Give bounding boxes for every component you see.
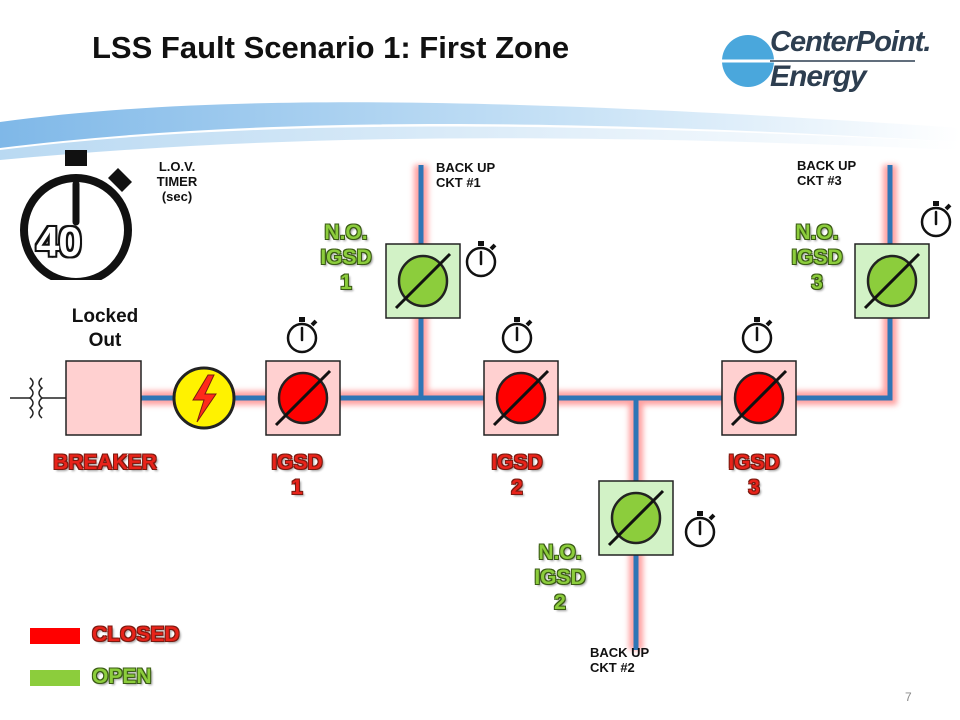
backup-ckt2-label-line: CKT #2 [590,660,635,675]
header-swoosh-light [0,126,960,160]
lov-timer-value: 40 [36,218,82,265]
no-igsd1-timer-icon [465,241,497,278]
igsd2-label: IGSD 2 [482,450,552,500]
igsd2-switch [483,360,559,436]
no-igsd2-label: N.O. IGSD 2 [522,540,598,615]
no-igsd3-label-line: 3 [811,271,823,294]
no-igsd2-timer-icon [684,511,716,548]
header-swoosh [0,102,960,148]
no-igsd1-switch [385,243,461,319]
igsd1-switch [265,360,341,436]
legend-swatch-closed [30,628,80,644]
page-title: LSS Fault Scenario 1: First Zone [92,30,570,65]
igsd2-label-line: 2 [511,476,523,499]
igsd3-label-line: 3 [748,476,760,499]
breaker-label: BREAKER [53,451,157,474]
backup-ckt2-label-line: BACK UP [590,645,650,660]
lov-timer-icon [20,150,132,280]
no-igsd2-switch [598,480,674,556]
no-igsd3-label: N.O. IGSD 3 [779,220,855,295]
breaker-box [65,360,142,436]
backup-ckt3-label: BACK UP CKT #3 [797,158,856,188]
lov-timer-label-line: L.O.V. [158,159,196,174]
no-igsd3-label-line: IGSD [791,246,843,269]
breaker-status-line: Locked [71,306,139,327]
legend-label-closed: CLOSED [92,623,180,646]
igsd2-timer-icon [501,317,533,354]
backup-ckt3-label-line: CKT #3 [797,173,842,188]
backup-ckt1-label-line: BACK UP [436,160,496,175]
no-igsd3-label-line: N.O. [795,221,839,244]
no-igsd3-switch [854,243,930,319]
igsd1-label: IGSD 1 [262,450,332,500]
igsd2-label-line: IGSD [491,451,543,474]
no-igsd1-label-line: N.O. [324,221,368,244]
no-igsd1-label: N.O. IGSD 1 [308,220,384,295]
fault-lightning-icon [172,366,236,430]
no-igsd2-slash [607,489,665,547]
lov-timer-label: L.O.V. TIMER (sec) [142,159,212,204]
igsd3-label: IGSD 3 [719,450,789,500]
breaker-status-line: Out [88,330,122,351]
backup-ckt1-label: BACK UP CKT #1 [436,160,495,190]
backup-ckt1-label-line: CKT #1 [436,175,481,190]
lov-timer-label-line: (sec) [161,189,193,204]
page-number: 7 [905,690,912,704]
centerpoint-logo-icon [722,35,915,87]
main-feeder [140,165,893,401]
no-igsd2-label-line: IGSD [534,566,586,589]
no-igsd1-label-line: IGSD [320,246,372,269]
igsd3-timer-icon [741,317,773,354]
igsd3-slash [730,369,788,427]
no-igsd3-timer-icon [920,201,952,238]
igsd2-slash [492,369,550,427]
legend-label-open: OPEN [92,665,152,688]
no-igsd2-label-line: N.O. [538,541,582,564]
no-igsd1-slash [394,252,452,310]
transformer-icon [10,377,66,419]
no-igsd3-slash [863,252,921,310]
igsd1-label-line: IGSD [271,451,323,474]
legend-swatch-open [30,670,80,686]
no-igsd2-label-line: 2 [554,591,566,614]
igsd1-label-line: 1 [291,476,303,499]
igsd1-timer-icon [286,317,318,354]
igsd3-label-line: IGSD [728,451,780,474]
lov-timer-label-line: TIMER [156,174,198,189]
no-igsd1-label-line: 1 [340,271,352,294]
logo-text-centerpoint: CenterPoint. [770,26,931,58]
breaker-status: Locked Out [55,305,155,353]
igsd1-slash [274,369,332,427]
backup-ckt2-label: BACK UP CKT #2 [590,645,649,675]
logo-text-energy: Energy [770,60,867,93]
igsd3-switch [721,360,797,436]
backup-ckt3-label-line: BACK UP [797,158,857,173]
